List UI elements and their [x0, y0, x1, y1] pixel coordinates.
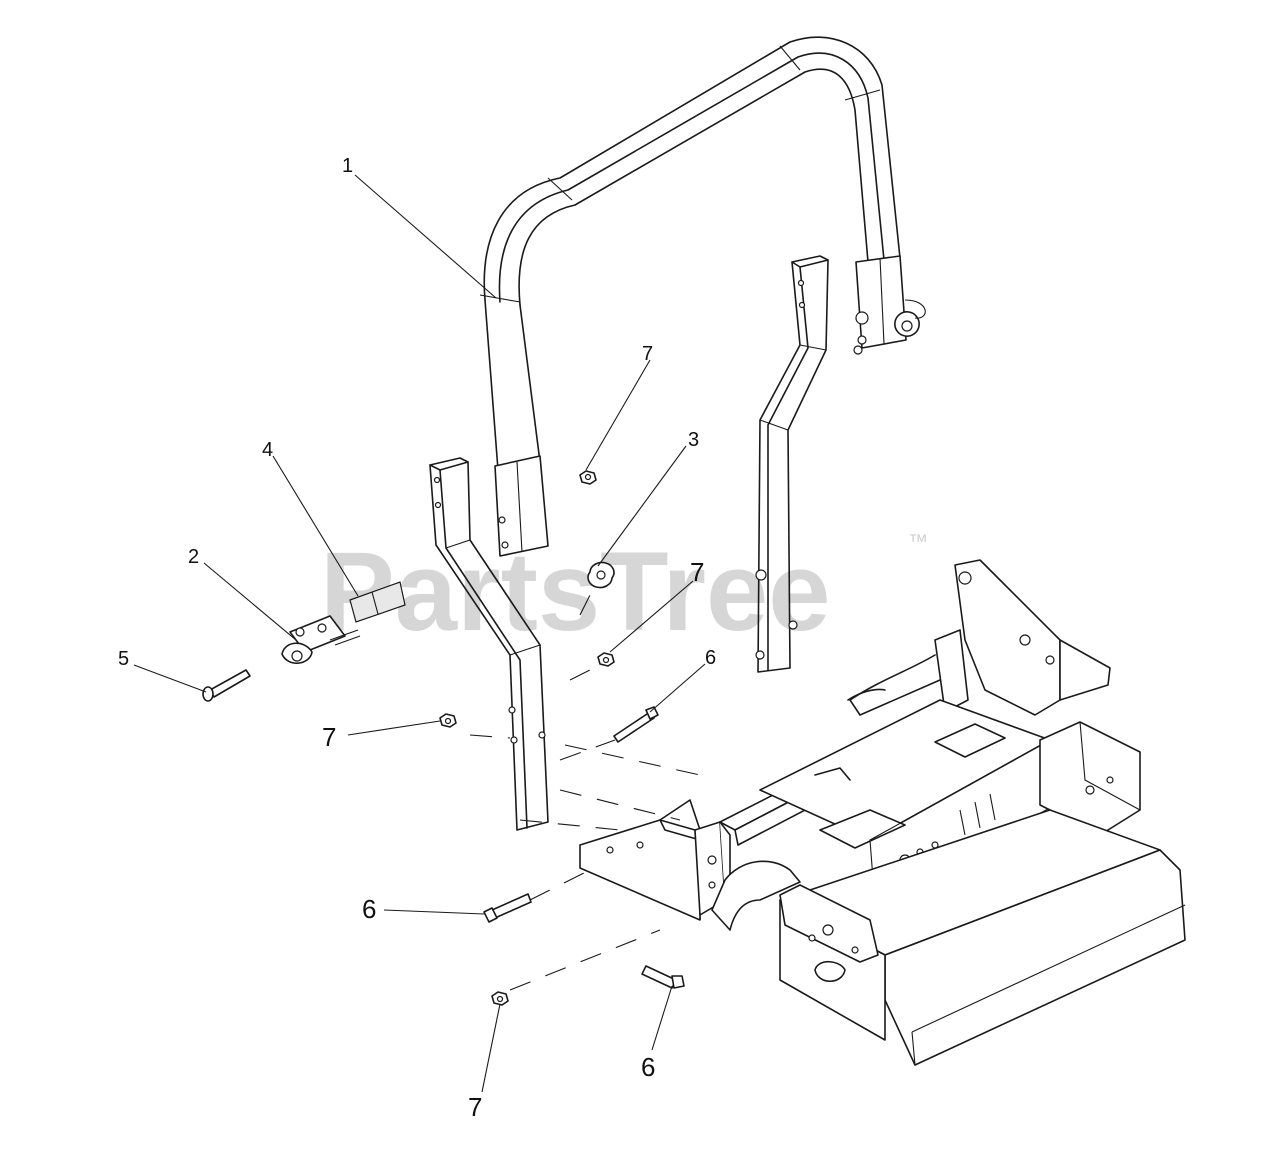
watermark-text: PartsTree: [320, 529, 831, 654]
part-6-bolt-upper: [613, 706, 659, 743]
callout-2: 2: [188, 546, 199, 568]
callout-6-middle: 6: [362, 894, 376, 924]
part-3-knob: [587, 561, 615, 589]
rops-lower-post-right: [755, 255, 829, 673]
callout-3: 3: [688, 429, 699, 451]
part-6-bolt-lower: [641, 965, 685, 989]
callout-6-upper: 6: [705, 647, 716, 669]
callout-4: 4: [262, 439, 273, 461]
leader-lines: [133, 174, 706, 1093]
watermark-trademark: ™: [908, 531, 928, 553]
callout-7-mid: 7: [690, 557, 704, 587]
part-7-nut-left: [439, 713, 457, 728]
callout-6-lower: 6: [641, 1052, 655, 1082]
callout-1: 1: [342, 155, 353, 177]
callout-7-bottom: 7: [468, 1092, 482, 1122]
part-6-bolt-middle: [483, 893, 532, 923]
callout-7-top: 7: [642, 343, 653, 365]
part-2-latch: [281, 615, 361, 664]
callout-5: 5: [118, 648, 129, 670]
part-7-nut-middle: [597, 652, 615, 667]
part-4-plate: [349, 581, 406, 623]
part-5-clevis-pin: [202, 669, 251, 702]
rops-upper-hoop: [479, 36, 926, 557]
mower-frame: [579, 559, 1186, 1066]
rops-lower-post-left: [429, 457, 549, 831]
assembly-lines: [469, 582, 701, 991]
part-7-nut-upper: [579, 470, 597, 485]
part-7-nut-lower: [491, 991, 509, 1006]
callout-7-left: 7: [322, 722, 336, 752]
